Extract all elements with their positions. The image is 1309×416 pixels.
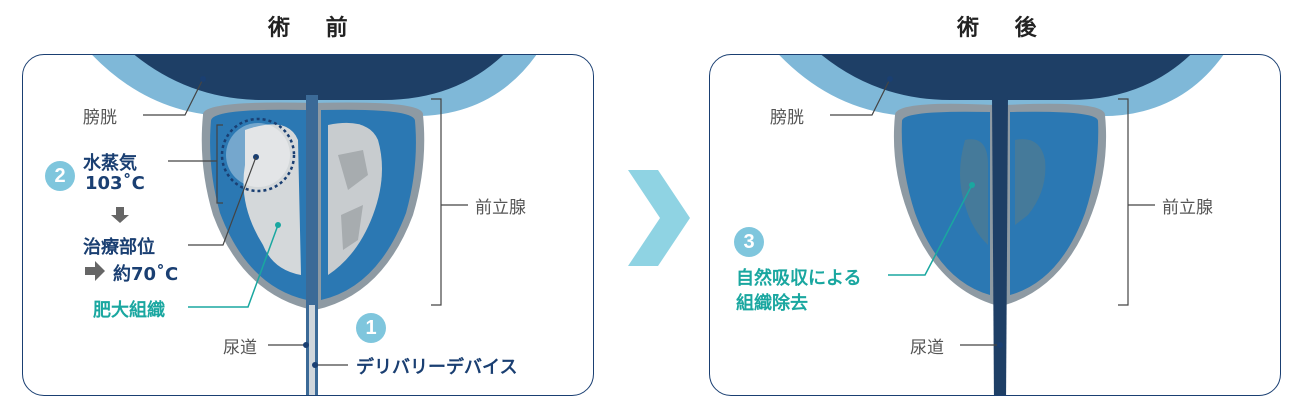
urethra-label: 尿道 <box>223 338 257 358</box>
absorb-label-line2: 組織除去 <box>736 293 808 314</box>
urethra <box>992 95 1008 395</box>
bladder-label: 膀胱 <box>83 108 117 128</box>
step-2-badge: 2 <box>45 161 75 191</box>
chevron-right-icon <box>628 170 690 266</box>
prostate-label: 前立腺 <box>475 198 526 218</box>
before-anatomy-illustration <box>85 55 537 395</box>
bladder-lumen <box>134 55 504 100</box>
hypertrophy-tissue-left <box>243 124 301 275</box>
absorbed-tissue-area <box>960 139 988 245</box>
treatment-temp-label: 約70˚C <box>113 264 179 285</box>
after-heading: 術 後 <box>957 16 1051 41</box>
steam-label: 水蒸気 <box>83 153 137 174</box>
step-3-badge: 3 <box>734 227 764 257</box>
delivery-device <box>309 305 315 395</box>
treatment-site-label: 治療部位 <box>83 237 155 258</box>
before-heading: 術 前 <box>268 16 362 41</box>
bladder-label: 膀胱 <box>770 108 804 128</box>
steam-zone-circle <box>220 117 296 193</box>
after-anatomy-illustration <box>779 55 1224 395</box>
steam-temp-label: 103˚C <box>85 173 145 194</box>
hypertrophy-label: 肥大組織 <box>93 300 165 321</box>
bladder-lumen <box>821 55 1191 100</box>
urethra-label: 尿道 <box>910 338 944 358</box>
absorb-label-line1: 自然吸収による <box>736 268 862 289</box>
step-1-badge: 1 <box>356 313 386 343</box>
prostate-label: 前立腺 <box>1162 198 1213 218</box>
delivery-device-label: デリバリーデバイス <box>356 357 518 378</box>
after-panel: 膀胱 前立腺 3 自然吸収による 組織除去 尿道 <box>709 54 1281 396</box>
before-panel: 膀胱 前立腺 2 水蒸気 103˚C 治療部位 約70˚C 肥大組織 尿道 1 … <box>22 54 594 396</box>
